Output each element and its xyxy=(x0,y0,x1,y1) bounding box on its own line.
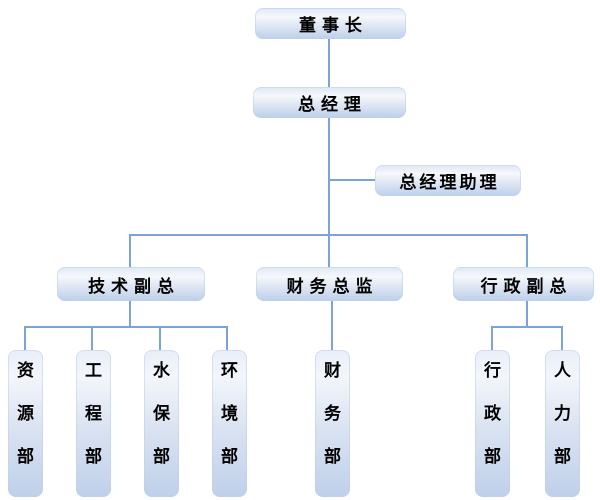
connector-drop-resources xyxy=(24,326,26,350)
node-chairman-label: 董事长 xyxy=(299,16,368,35)
node-finance-dept-label: 财务部 xyxy=(324,361,341,466)
node-engineering-dept-label: 工程部 xyxy=(85,361,102,466)
connector-drop-water xyxy=(159,326,161,350)
connector-admin-vp-down xyxy=(526,301,528,328)
connector-drop-admin-vp xyxy=(526,234,528,267)
connector-drop-tech-vp xyxy=(129,234,131,267)
node-tech-vp-label: 技术副总 xyxy=(88,276,180,296)
node-admin-vp-label: 行政副总 xyxy=(480,276,573,296)
node-environment-dept: 环境部 xyxy=(212,350,247,497)
node-chairman: 董事长 xyxy=(255,8,406,39)
node-admin-dept-label: 行政部 xyxy=(484,361,501,466)
node-finance-director: 财务总监 xyxy=(256,267,403,301)
node-general-manager-label: 总经理 xyxy=(298,95,367,114)
connector-admin-horizontal xyxy=(491,326,563,328)
connector-gm-finance xyxy=(328,118,330,267)
node-water-conservation-dept: 水保部 xyxy=(144,350,179,497)
node-hr-dept-label: 人力部 xyxy=(554,361,571,466)
connector-gm-assistant xyxy=(329,179,375,181)
connector-drop-hr-dept xyxy=(561,326,563,350)
node-water-conservation-dept-label: 水保部 xyxy=(153,361,170,466)
node-tech-vp: 技术副总 xyxy=(57,267,205,301)
node-hr-dept: 人力部 xyxy=(545,350,580,497)
node-engineering-dept: 工程部 xyxy=(76,350,111,497)
node-resources-dept-label: 资源部 xyxy=(17,361,34,466)
connector-finance-dept xyxy=(331,301,333,350)
node-gm-assistant-label: 总经理助理 xyxy=(399,173,500,192)
connector-drop-admin-dept xyxy=(491,326,493,350)
node-finance-director-label: 财务总监 xyxy=(286,276,379,296)
node-resources-dept: 资源部 xyxy=(8,350,43,497)
node-general-manager: 总经理 xyxy=(253,87,406,118)
node-gm-assistant: 总经理助理 xyxy=(375,165,521,196)
connector-drop-engineering xyxy=(91,326,93,350)
node-environment-dept-label: 环境部 xyxy=(221,361,238,466)
connector-main-horizontal xyxy=(129,234,528,236)
node-finance-dept: 财务部 xyxy=(315,350,350,497)
node-admin-vp: 行政副总 xyxy=(453,267,594,301)
connector-chairman-gm xyxy=(328,39,330,87)
connector-drop-environment xyxy=(226,326,228,350)
connector-tech-vp-down xyxy=(129,301,131,328)
node-admin-dept: 行政部 xyxy=(475,350,510,497)
connector-tech-horizontal xyxy=(24,326,228,328)
